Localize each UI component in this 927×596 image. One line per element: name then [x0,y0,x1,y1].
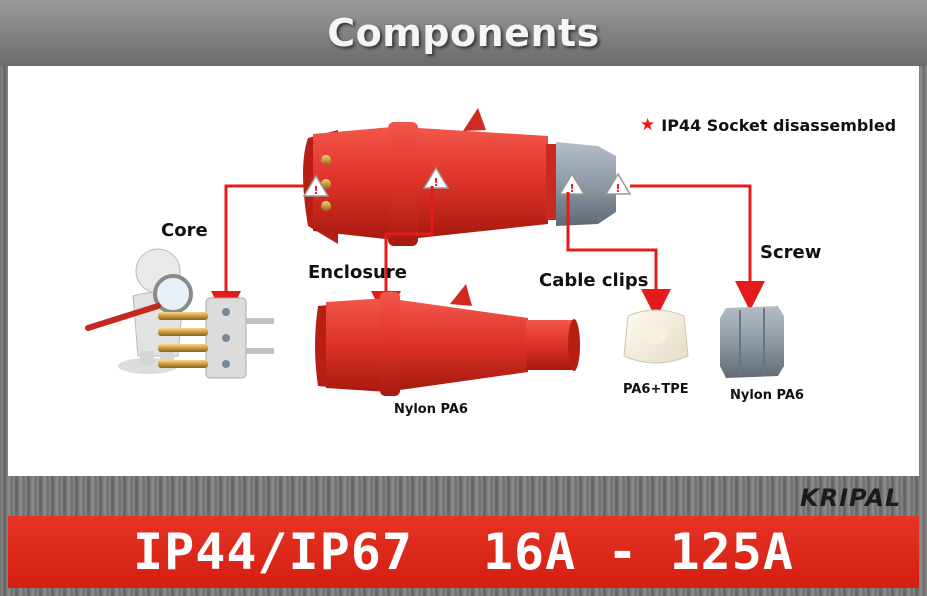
note-text: IP44 Socket disassembled [661,115,897,135]
warning-icon: ! [302,174,330,197]
page-title: Components [327,11,600,55]
star-icon: ★ [640,115,656,135]
cable-clips-label: Cable clips [539,270,649,291]
enclosure-label: Enclosure [308,262,407,283]
svg-text:!: ! [313,184,318,197]
clips-connector [566,192,671,319]
ip-rating-text: IP44/IP67 [133,523,413,581]
core-label: Core [161,220,208,241]
screw-label: Screw [760,242,822,263]
assembled-plug [303,108,616,246]
svg-text:!: ! [433,176,438,189]
clips-material-label: PA6+TPE [623,382,689,397]
enclosure-material-label: Nylon PA6 [394,402,468,417]
warning-icon: ! [604,172,632,195]
brand-logo: KRIPAL [800,484,902,512]
warning-icon: ! [558,172,586,195]
enclosure-connector [371,186,434,321]
current-range-text: 16A - 125A [482,523,794,581]
warning-icon: ! [422,166,450,189]
header-banner: Components [0,0,927,66]
enclosure-part [315,284,580,396]
core-connector [211,184,304,321]
magnifier-figure-icon [85,248,193,374]
cable-clips-part [623,309,689,364]
svg-text:!: ! [615,182,620,195]
screw-material-label: Nylon PA6 [730,388,804,403]
screw-connector [630,184,765,311]
screw-part [720,306,784,378]
footer-banner: IP44/IP67 16A - 125A [8,516,919,588]
disassembly-note: ★ IP44 Socket disassembled [640,115,896,135]
components-diagram: ! ! ! ! [85,108,784,396]
core-part [158,297,274,379]
diagram-panel: ! ! ! ! [8,66,919,476]
svg-text:!: ! [569,182,574,195]
